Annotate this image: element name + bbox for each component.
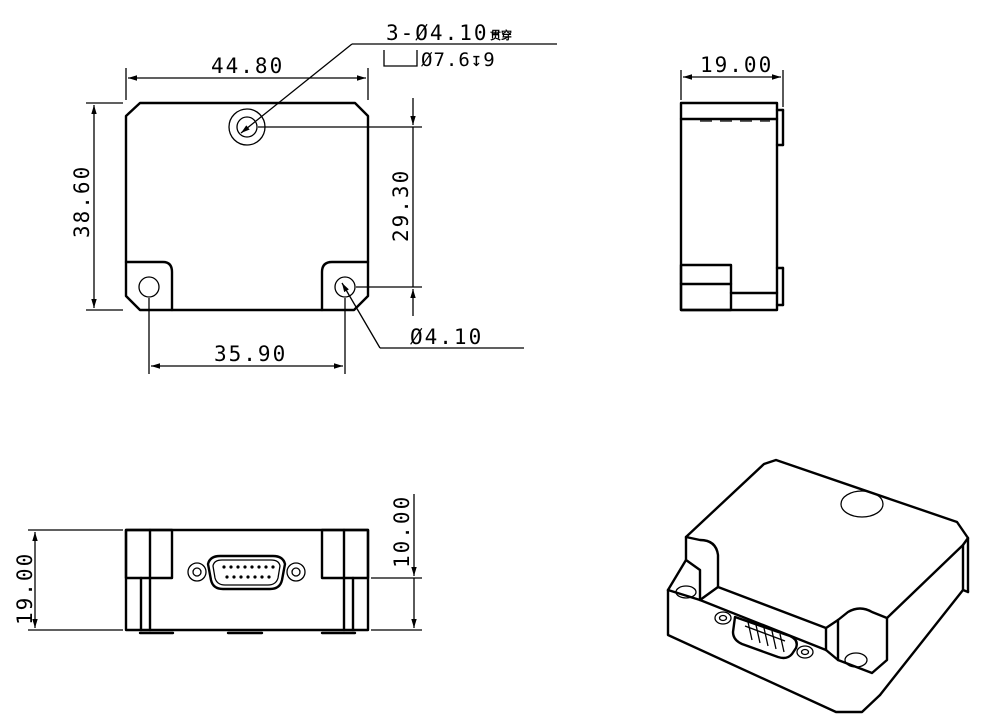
mount-hole-right-icon: [334, 276, 356, 298]
iso-top-hole-icon: [840, 490, 884, 518]
dim-height-label: 38.60: [70, 165, 94, 238]
isometric-view: [666, 458, 970, 714]
front-view: 19.00 10.00: [13, 494, 422, 635]
top-view-outline: [124, 101, 370, 312]
mount-hole-left-icon: [138, 276, 160, 298]
dim-connector-height-label: 10.00: [390, 495, 414, 568]
notch-bottom-right: [320, 260, 370, 312]
callout-counterbore: Ø7.6↧9: [421, 49, 496, 71]
side-view: 19.00: [679, 53, 785, 312]
dim-horizontal-spacing-label: 35.90: [214, 342, 287, 366]
dim-vertical-spacing-label: 29.30: [389, 169, 413, 242]
dim-width-label: 44.80: [211, 54, 284, 78]
callout-through-note: 贯穿: [490, 28, 512, 42]
dim-front-height-label: 19.00: [13, 552, 37, 625]
callout-through-holes: 3-Ø4.10: [386, 21, 489, 45]
iso-top-face: [684, 458, 970, 630]
top-view: 44.80 38.60 29.30 35.90 3-Ø4.10 贯穿 Ø7.6↧…: [70, 21, 557, 374]
iso-right-hole-icon: [844, 652, 868, 668]
through-hole-icon: [236, 116, 258, 138]
notch-bottom-left: [124, 260, 174, 312]
db-connector-icon: [187, 554, 306, 591]
front-view-outline: [124, 528, 370, 632]
iso-left-hole-icon: [675, 585, 697, 599]
iso-db-connector-icon: [714, 611, 814, 660]
callout-bottom-hole: Ø4.10: [410, 325, 483, 349]
side-view-outline: [679, 101, 779, 312]
dim-side-width-label: 19.00: [700, 53, 773, 77]
counterbore-symbol-icon: [383, 50, 418, 67]
